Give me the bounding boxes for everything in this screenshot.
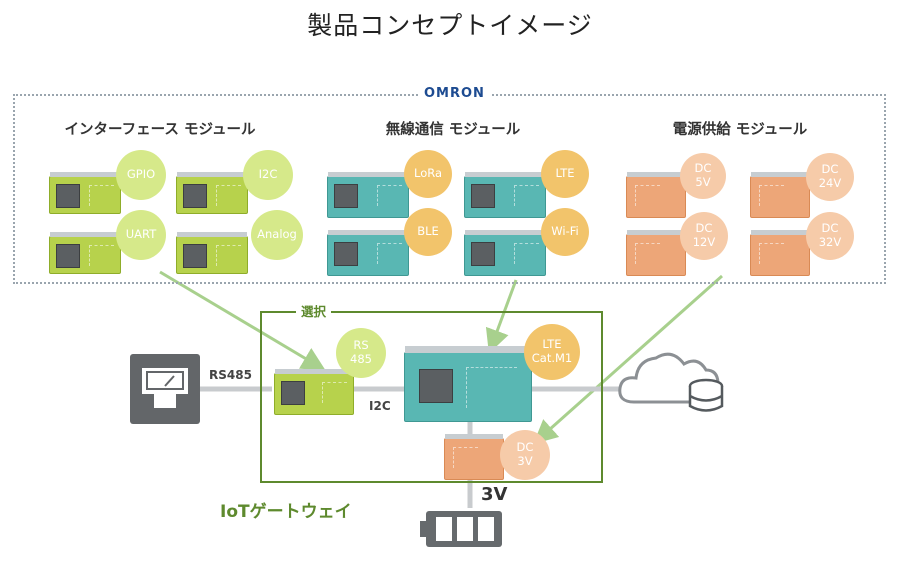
module-board-dc12v xyxy=(626,230,686,276)
selected-board-dc3v xyxy=(444,434,504,480)
selected-badge-lte-catm1: LTE Cat.M1 xyxy=(524,324,580,380)
selected-board-rs485 xyxy=(274,369,354,415)
module-badge-lte: LTE xyxy=(541,150,589,198)
page-title: 製品コンセプトイメージ xyxy=(307,11,593,40)
rs485-label: RS485 xyxy=(209,368,252,382)
group-title-interface: インターフェース モジュール xyxy=(64,122,256,138)
voltage-label: 3V xyxy=(481,484,508,505)
module-badge-wifi: Wi-Fi xyxy=(541,208,589,256)
group-title-wireless: 無線通信 モジュール xyxy=(385,122,521,138)
module-badge-i2c: I2C xyxy=(243,150,293,200)
selected-badge-rs485: RS 485 xyxy=(336,328,386,378)
sensor-device-icon xyxy=(130,354,200,424)
group-title-power: 電源供給 モジュール xyxy=(672,122,808,138)
module-badge-dc24v: DC 24V xyxy=(806,153,854,201)
module-board-i2c xyxy=(176,172,248,214)
selection-frame xyxy=(260,311,603,483)
module-badge-ble: BLE xyxy=(404,208,452,256)
module-board-uart xyxy=(49,232,121,274)
module-badge-lora: LoRa xyxy=(404,150,452,198)
module-board-lte xyxy=(464,172,546,218)
module-board-gpio xyxy=(49,172,121,214)
module-board-dc24v xyxy=(750,172,810,218)
module-badge-gpio: GPIO xyxy=(116,150,166,200)
arrow-power-to-selected xyxy=(533,274,723,444)
arrow-interface-to-selected xyxy=(159,270,326,371)
battery-icon xyxy=(420,507,510,555)
cloud-database-icon xyxy=(614,342,734,426)
selection-label: 選択 xyxy=(296,301,332,320)
module-board-analog xyxy=(176,232,248,274)
gateway-label: IoTゲートウェイ xyxy=(220,502,352,522)
module-badge-dc12v: DC 12V xyxy=(680,212,728,260)
module-board-dc5v xyxy=(626,172,686,218)
module-board-ble xyxy=(327,230,409,276)
module-badge-dc32v: DC 32V xyxy=(806,212,854,260)
selected-badge-dc3v: DC 3V xyxy=(500,430,550,480)
module-badge-dc5v: DC 5V xyxy=(680,153,726,199)
i2c-label: I2C xyxy=(369,399,391,413)
module-board-dc32v xyxy=(750,230,810,276)
module-board-lora xyxy=(327,172,409,218)
module-board-wifi xyxy=(464,230,546,276)
module-badge-uart: UART xyxy=(116,210,166,260)
selected-board-lte-catm1 xyxy=(404,346,532,422)
brand-logo: OMRON xyxy=(418,86,491,101)
module-badge-analog: Analog xyxy=(251,210,303,260)
